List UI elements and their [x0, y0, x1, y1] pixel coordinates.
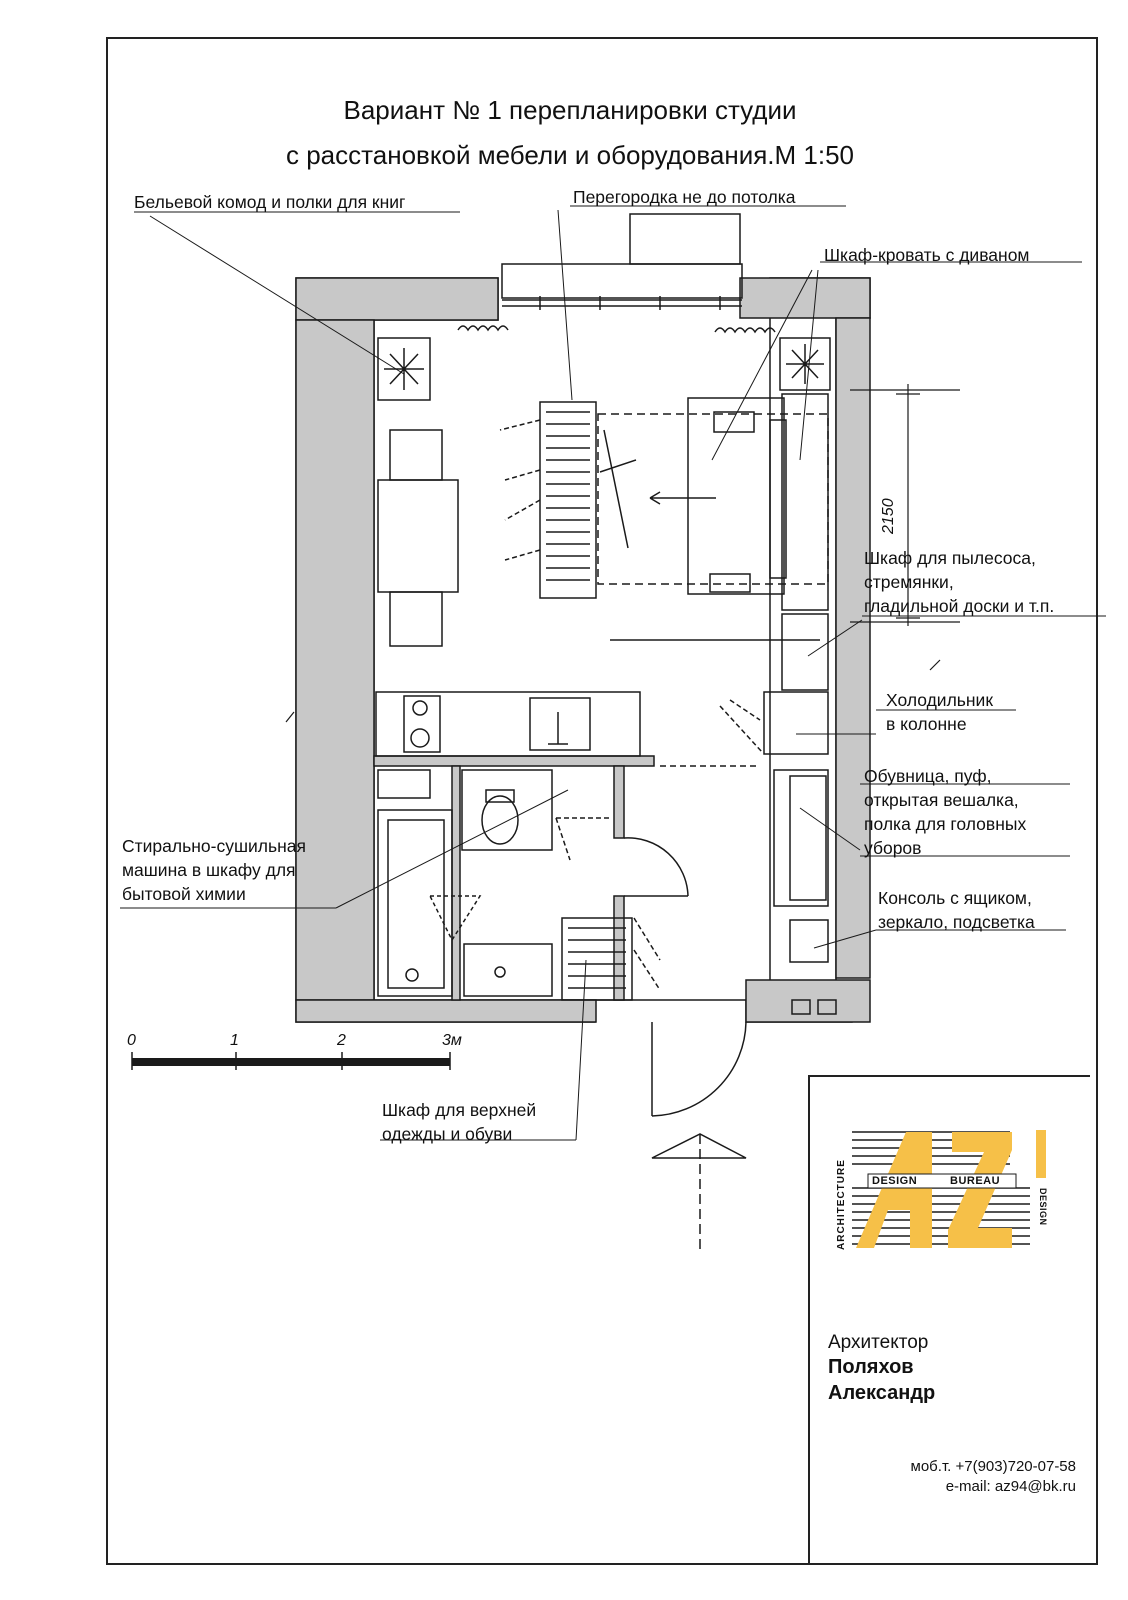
architect-given-name: Александр [828, 1382, 936, 1404]
contact-phone: моб.т. +7(903)720-07-58 [910, 1458, 1076, 1475]
title-line-2: с расстановкой мебели и оборудования.М 1… [285, 140, 855, 170]
leader-lines [120, 205, 1106, 1141]
toilet-area [461, 769, 553, 851]
kitchen [375, 691, 829, 757]
callout-fridge: Холодильник в колонне [886, 690, 993, 734]
scale-bar [131, 1052, 451, 1070]
partition-bath [451, 765, 461, 1001]
outerwear-wardrobe [561, 917, 633, 1001]
callout-vacuum-cabinet: Шкаф для пылесоса, стремянки, гладильной… [864, 548, 1055, 616]
scale-label-1: 1 [230, 1032, 239, 1049]
architect-surname: Поляхов [828, 1356, 914, 1378]
wall-top-right [739, 277, 871, 319]
plant-right [779, 337, 831, 391]
shoe-rack [773, 769, 829, 907]
vacuum-cabinet [781, 613, 829, 691]
logo-text-design: DESIGN [872, 1175, 918, 1187]
scale-label-3: 3м [442, 1032, 462, 1049]
wall-left [295, 319, 375, 1001]
living-furniture [377, 337, 831, 691]
logo-text-architecture: ARCHITECTURE [836, 1159, 847, 1250]
callout-shoe-rack: Обувница, пуф, открытая вешалка, полка д… [864, 766, 1027, 858]
title-block [808, 1075, 1090, 1563]
dining-table [377, 479, 459, 593]
wall-top-left [295, 277, 499, 321]
console [789, 919, 829, 963]
callout-outerwear: Шкаф для верхней одежды и обуви [382, 1100, 537, 1144]
callout-wardrobe-bed: Шкаф-кровать с диваном [824, 245, 1030, 265]
bed-dashed [597, 413, 829, 585]
callout-dresser: Бельевой комод и полки для книг [134, 192, 406, 212]
walls [295, 277, 871, 1023]
sofa [687, 397, 785, 595]
wall-bottom-left [295, 999, 597, 1023]
window-block [457, 213, 776, 334]
logo-text-bureau: BUREAU [950, 1175, 1001, 1187]
hallway [561, 765, 837, 1250]
bath-sink [463, 943, 553, 997]
plant-left [377, 337, 431, 401]
partition-top [373, 755, 655, 767]
callout-console: Консоль с ящиком, зеркало, подсветка [878, 888, 1035, 932]
logo [852, 1130, 1046, 1248]
chair-top [389, 429, 443, 481]
dimension-lines [285, 384, 960, 723]
bathtub [377, 809, 453, 997]
kitchen-counter [375, 691, 641, 757]
washer-cabinet [377, 769, 431, 799]
contact-email: e-mail: az94@bk.ru [945, 1478, 1076, 1495]
title-line-1: Вариант № 1 перепланировки студии [343, 95, 797, 125]
scale-label-0: 0 [127, 1032, 136, 1049]
wall-right [835, 317, 871, 979]
logo-text-design-vertical: DESIGN [1038, 1188, 1048, 1226]
callout-partition: Перегородка не до потолка [573, 187, 796, 207]
architect-role: Архитектор [828, 1332, 929, 1353]
scale-label-2: 2 [337, 1032, 346, 1049]
dimension-label: 2150 [880, 498, 897, 534]
partition-hall [613, 895, 625, 1001]
partition-wc [613, 765, 625, 839]
callout-washer: Стирально-сушильная машина в шкафу для б… [122, 836, 306, 904]
storage-column [781, 393, 829, 611]
wall-bottom-right [745, 979, 871, 1023]
chair-bottom [389, 591, 443, 647]
fridge [763, 691, 829, 755]
drawing-frame [106, 37, 1098, 1565]
bathroom [377, 769, 689, 997]
